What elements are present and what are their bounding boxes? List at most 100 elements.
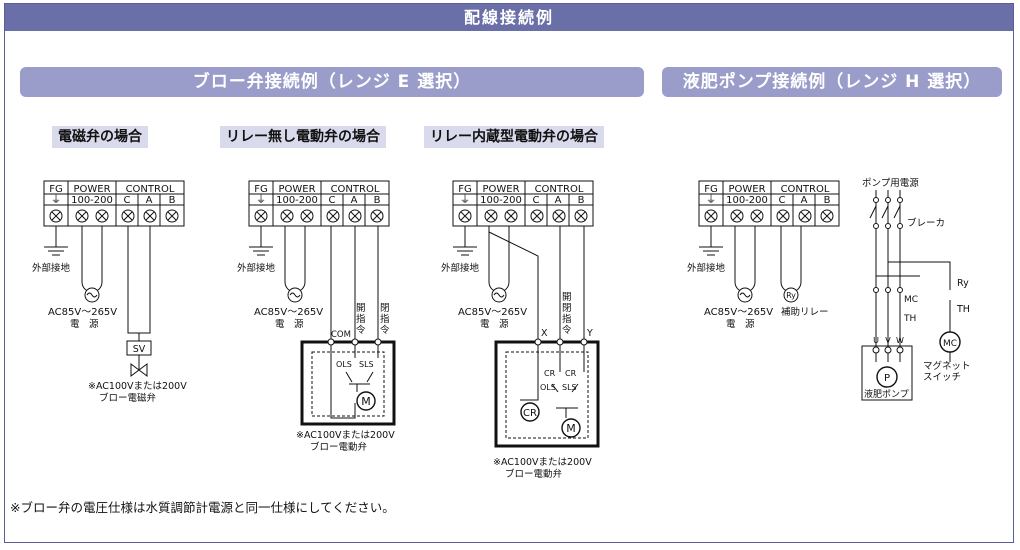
terminal-screw-cross [256, 211, 266, 221]
terminal-screw-cross [51, 211, 61, 221]
sv-label: SV [133, 344, 146, 355]
y-label: Y [586, 328, 593, 339]
terminal-header: CONTROL [331, 184, 380, 195]
case-relay-builtin-label: リレー内蔵型電動弁の場合 [424, 126, 604, 148]
terminal-screw-cross [302, 211, 312, 221]
com-label-2: COM [331, 330, 351, 340]
magnet-label: マグネット [923, 360, 971, 372]
v-label: V [885, 336, 891, 345]
terminal-block-3: FG POWER CONTROL ⏚ 100-200 C A B [452, 180, 594, 227]
ac-supply2-label-1: 電 源 [70, 319, 99, 330]
mc-coil [939, 331, 961, 353]
mc-coil-label: MC [943, 339, 957, 349]
th-label-2: TH [903, 314, 916, 324]
note-mv-2b: ブロー電動弁 [505, 468, 563, 480]
terminal-screw-cross [706, 211, 716, 221]
terminal-subheader: A [555, 195, 562, 206]
breaker-label: ブレーカ [907, 217, 945, 229]
terminal-header: POWER [482, 184, 519, 195]
pump-controller-wiring [710, 226, 802, 293]
sls-label-2: SLS [359, 360, 374, 369]
m-label-2: M [361, 395, 371, 408]
terminal-screw-cross [123, 211, 133, 221]
close-label-2: 閉 [380, 303, 390, 314]
terminal-screw-cross [800, 211, 810, 221]
terminal-subheader: B [578, 195, 585, 206]
terminal-screw-cross [576, 211, 586, 221]
case-no-relay-label: リレー無し電動弁の場合 [220, 126, 386, 148]
terminal-screw-cross [77, 211, 87, 221]
note-mv-1a: ※AC100Vまたは200V [296, 430, 395, 441]
terminal-screw-cross [97, 211, 107, 221]
terminal-screw-cross [752, 211, 762, 221]
pump-power-circuit [875, 190, 951, 362]
terminal-screw-cross [372, 211, 382, 221]
terminal-subheader: A [351, 195, 358, 206]
earth-label-2: 外部接地 [237, 262, 276, 274]
terminal-subheader: B [374, 195, 381, 206]
terminal-screw-cross [460, 211, 470, 221]
note-sv-2: ブロー電磁弁 [99, 392, 157, 404]
motor-valve-box-2 [300, 340, 396, 426]
ac-supply2-label-4: 電 源 [726, 319, 755, 330]
terminal-subheader: C [779, 195, 786, 206]
cr-coil-label: CR [523, 408, 537, 419]
note-mv-2a: ブロー電動弁 [310, 441, 368, 453]
terminal-header: CONTROL [126, 184, 175, 195]
ac-supply2-label-3: 電 源 [480, 319, 509, 330]
ac-supply-label-3: AC85V～265V [458, 307, 527, 318]
terminal-header: CONTROL [535, 184, 584, 195]
terminal-subheader: C [329, 195, 336, 206]
note-sv-1: ※AC100Vまたは200V [88, 381, 187, 392]
earth-label-3: 外部接地 [441, 262, 480, 274]
note-mv-1b: ※AC100Vまたは200V [493, 457, 592, 468]
cmd-a-label-2: 指 [356, 313, 366, 325]
terminal-header: POWER [728, 184, 765, 195]
terminal-subheader: B [824, 195, 831, 206]
ac-supply2-label-2: 電 源 [275, 319, 304, 330]
terminal-header: CONTROL [781, 184, 830, 195]
w-label: W [896, 336, 904, 345]
mc-contact-label: MC [904, 295, 918, 305]
sls-label-3: SLS [562, 383, 577, 392]
terminal-subheader: 100-200 [71, 195, 113, 206]
motor-2 [356, 391, 376, 411]
terminal-subheader: C [124, 195, 131, 206]
cmd-b-label-2: 令 [356, 324, 366, 336]
terminal-screw-cross [328, 211, 338, 221]
terminal-subheader: ⏚ [706, 194, 716, 206]
terminal-subheader: 100-200 [276, 195, 318, 206]
u-label: U [873, 336, 879, 345]
terminal-screw-cross [350, 211, 360, 221]
terminal-subheader: 100-200 [480, 195, 522, 206]
p-label: P [884, 373, 890, 384]
th-label-1: TH [956, 304, 970, 315]
terminal-subheader: ⏚ [460, 194, 470, 206]
terminal-subheader: C [533, 195, 540, 206]
cr-relay-coil [520, 402, 540, 422]
aux-relay-coil [783, 287, 799, 303]
motor-valve-box-3 [494, 340, 600, 448]
terminal-subheader: 100-200 [726, 195, 768, 206]
terminal-screw-cross [486, 211, 496, 221]
cmd-a-label-3: 指 [562, 313, 572, 325]
solenoid-ground-symbol [44, 246, 68, 256]
motor-3 [561, 418, 581, 438]
ry-label: Ry [957, 278, 969, 289]
terminal-screw-cross [732, 211, 742, 221]
terminal-screw-cross [506, 211, 516, 221]
terminal-subheader: A [801, 195, 808, 206]
terminal-screw-cross [554, 211, 564, 221]
pump-power-label: ポンプ用電源 [862, 178, 919, 189]
terminal-screw-cross [282, 211, 292, 221]
cmd-b-label-3: 令 [562, 324, 572, 336]
blow-valve-section-banner: ブロー弁接続例（レンジ E 選択） [20, 67, 644, 97]
terminal-header: FG [458, 184, 472, 195]
terminal-subheader: A [146, 195, 153, 206]
ac-supply-label-4: AC85V～265V [704, 307, 773, 318]
case-solenoid-label: 電磁弁の場合 [52, 126, 148, 148]
